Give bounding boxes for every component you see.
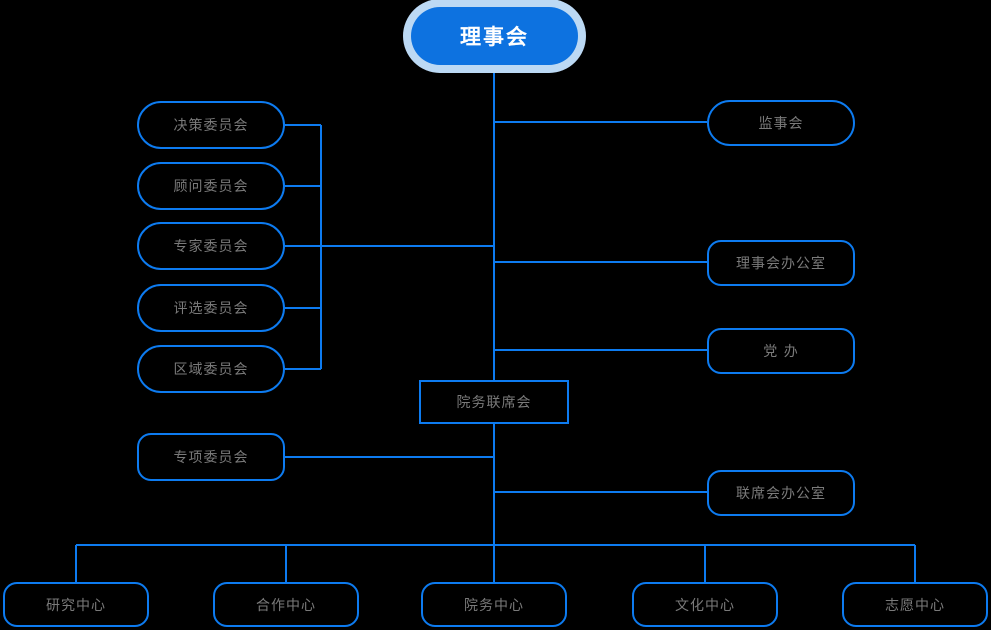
node-joint-meeting-label: 院务联席会 [456, 395, 532, 411]
node-joint-meeting-office-label: 联席会办公室 [736, 486, 826, 502]
node-advisory-committee-label: 顾问委员会 [173, 179, 249, 195]
node-cooperation-center-label: 合作中心 [256, 597, 316, 614]
node-affairs-center[interactable]: 院务中心 [421, 582, 567, 627]
node-joint-meeting[interactable]: 院务联席会 [419, 380, 569, 424]
node-expert-committee[interactable]: 专家委员会 [137, 222, 285, 270]
node-party-office-label: 党 办 [763, 344, 799, 360]
node-selection-committee[interactable]: 评选委员会 [137, 284, 285, 332]
node-selection-committee-label: 评选委员会 [173, 301, 249, 317]
node-affairs-center-label: 院务中心 [464, 597, 524, 614]
node-council-office[interactable]: 理事会办公室 [707, 240, 855, 286]
node-volunteer-center[interactable]: 志愿中心 [842, 582, 988, 627]
node-special-committee[interactable]: 专项委员会 [137, 433, 285, 481]
node-special-committee-label: 专项委员会 [173, 450, 249, 466]
node-regional-committee[interactable]: 区域委员会 [137, 345, 285, 393]
node-party-office[interactable]: 党 办 [707, 328, 855, 374]
node-research-center[interactable]: 研究中心 [3, 582, 149, 627]
node-expert-committee-label: 专家委员会 [173, 239, 249, 255]
node-supervisory-board[interactable]: 监事会 [707, 100, 855, 146]
node-supervisory-board-label: 监事会 [758, 116, 804, 132]
node-culture-center-label: 文化中心 [675, 597, 735, 614]
node-volunteer-center-label: 志愿中心 [885, 597, 945, 614]
node-advisory-committee[interactable]: 顾问委员会 [137, 162, 285, 210]
node-council-office-label: 理事会办公室 [736, 256, 826, 272]
node-decision-committee[interactable]: 决策委员会 [137, 101, 285, 149]
node-decision-committee-label: 决策委员会 [173, 118, 249, 134]
node-research-center-label: 研究中心 [46, 597, 106, 614]
node-root-council[interactable]: 理事会 [411, 7, 578, 65]
node-regional-committee-label: 区域委员会 [173, 362, 249, 378]
node-joint-meeting-office[interactable]: 联席会办公室 [707, 470, 855, 516]
node-root-council-label: 理事会 [460, 25, 529, 49]
node-culture-center[interactable]: 文化中心 [632, 582, 778, 627]
node-cooperation-center[interactable]: 合作中心 [213, 582, 359, 627]
